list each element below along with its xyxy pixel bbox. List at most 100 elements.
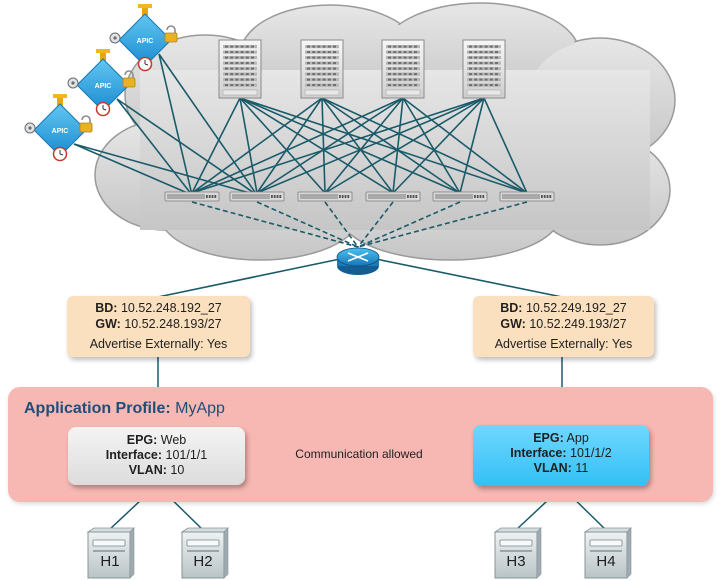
- spine-leaf-link: [402, 97, 461, 194]
- host-label-h2: H2: [193, 553, 213, 570]
- clock-icon: [95, 101, 111, 117]
- apic-leaf-link: [73, 143, 258, 196]
- gear-icon: [109, 32, 121, 44]
- epg-value: App: [566, 431, 589, 445]
- router-bd-link: [375, 258, 563, 298]
- server-icon: [180, 527, 229, 579]
- leaf-router-link: [357, 201, 394, 248]
- server-icon: [583, 527, 632, 579]
- gw-value: 10.52.249.193/27: [529, 317, 627, 331]
- leaf-router-link: [357, 201, 528, 248]
- gw-key: GW:: [500, 317, 526, 331]
- bridge-domain-right: BD: 10.52.249.192_27 GW: 10.52.249.193/2…: [473, 296, 654, 357]
- spine-leaf-link: [392, 97, 404, 194]
- apic-label: APIC: [95, 83, 112, 90]
- leaf-router-link: [357, 201, 461, 248]
- host-label-h3: H3: [506, 553, 526, 570]
- leaf-switch-icon: [297, 191, 353, 202]
- spine-leaf-link: [191, 97, 485, 194]
- hosts: [86, 527, 632, 579]
- application-profile-key: Application Profile:: [24, 400, 171, 417]
- leaf-router-link: [191, 201, 359, 248]
- bd-key: BD:: [500, 301, 523, 315]
- spine-switch-icon: [462, 39, 506, 99]
- router-icon: [336, 247, 380, 275]
- leaf-switch-icon: [432, 191, 488, 202]
- spine-leaf-link: [256, 97, 323, 194]
- vlan-key: VLAN:: [128, 463, 167, 477]
- interface-value: 101/1/2: [570, 446, 612, 460]
- leaf-router-link: [256, 201, 359, 248]
- spine-switches: [218, 39, 506, 99]
- application-profile-title: Application Profile: MyApp: [24, 400, 225, 418]
- gear-icon: [67, 77, 79, 89]
- leaf-switch-icon: [365, 191, 421, 202]
- interface-value: 101/1/1: [165, 448, 208, 462]
- bd-value: 10.52.248.192_27: [120, 301, 222, 315]
- apic-leaf-link: [116, 98, 193, 196]
- apic-icon: APIC: [67, 49, 136, 117]
- host-label-h1: H1: [100, 553, 120, 570]
- leaf-router-link: [324, 201, 359, 248]
- advertise-externally: Advertise Externally: Yes: [89, 337, 228, 351]
- router-bd-link: [157, 258, 341, 298]
- spine-leaf-link: [483, 97, 528, 194]
- server-icon: [493, 527, 542, 579]
- spine-leaf-link: [402, 97, 528, 194]
- apic-leaf-link: [158, 53, 258, 196]
- lock-icon: [122, 70, 136, 88]
- spine-leaf-link: [239, 97, 394, 194]
- apic-leaf-link: [116, 98, 258, 196]
- epg-value: Web: [160, 433, 187, 447]
- spine-leaf-link: [256, 97, 404, 194]
- communication-label: Communication allowed: [295, 447, 423, 461]
- epg-app: EPG: App Interface: 101/1/2 VLAN: 11: [473, 425, 649, 486]
- bridge-domain-left: BD: 10.52.248.192_27 GW: 10.52.248.193/2…: [67, 296, 250, 357]
- leaf-switch-icon: [229, 191, 285, 202]
- vlan-value: 10: [170, 463, 185, 477]
- lock-icon: [164, 25, 178, 43]
- host-label-h4: H4: [596, 553, 616, 570]
- leaf-switch-icon: [164, 191, 220, 202]
- epg-web: EPG: Web Interface: 101/1/1 VLAN: 10: [68, 427, 245, 485]
- spine-leaf-link: [191, 97, 323, 194]
- vlan-value: 11: [575, 461, 589, 475]
- apic-icon: APIC: [109, 4, 178, 72]
- spine-leaf-link: [256, 97, 485, 194]
- vlan-key: VLAN:: [533, 461, 572, 475]
- clock-icon: [52, 146, 68, 162]
- spine-leaf-link: [459, 97, 485, 194]
- spine-switch-icon: [300, 39, 344, 99]
- spine-leaf-link: [191, 97, 241, 194]
- bd-value: 10.52.249.192_27: [525, 301, 627, 315]
- spine-leaf-link: [321, 97, 394, 194]
- spine-leaf-link: [392, 97, 485, 194]
- apic-controllers: APIC APIC APIC: [24, 4, 178, 162]
- spine-leaf-link: [239, 97, 528, 194]
- spine-switch-icon: [381, 39, 425, 99]
- apic-leaf-link: [158, 53, 193, 196]
- spine-leaf-link: [239, 97, 326, 194]
- gear-icon: [24, 122, 36, 134]
- advertise-externally: Advertise Externally: Yes: [494, 337, 633, 351]
- apic-leaf-link: [73, 143, 193, 196]
- lock-icon: [79, 115, 93, 133]
- spine-leaf-link: [324, 97, 404, 194]
- spine-leaf-link: [321, 97, 528, 194]
- spine-switch-icon: [218, 39, 262, 99]
- application-profile-value: MyApp: [175, 400, 225, 417]
- interface-key: Interface:: [105, 448, 163, 462]
- spine-leaf-link: [239, 97, 461, 194]
- gw-value: 10.52.248.193/27: [124, 317, 222, 331]
- server-icon: [86, 527, 135, 579]
- spine-leaf-link: [321, 97, 461, 194]
- spine-leaf-link: [191, 97, 404, 194]
- clock-icon: [137, 56, 153, 72]
- epg-key: EPG:: [533, 431, 564, 445]
- apic-label: APIC: [137, 38, 154, 45]
- epg-key: EPG:: [126, 433, 158, 447]
- apic-label: APIC: [52, 128, 69, 135]
- leaf-switches: [164, 191, 555, 202]
- spine-leaf-link: [324, 97, 485, 194]
